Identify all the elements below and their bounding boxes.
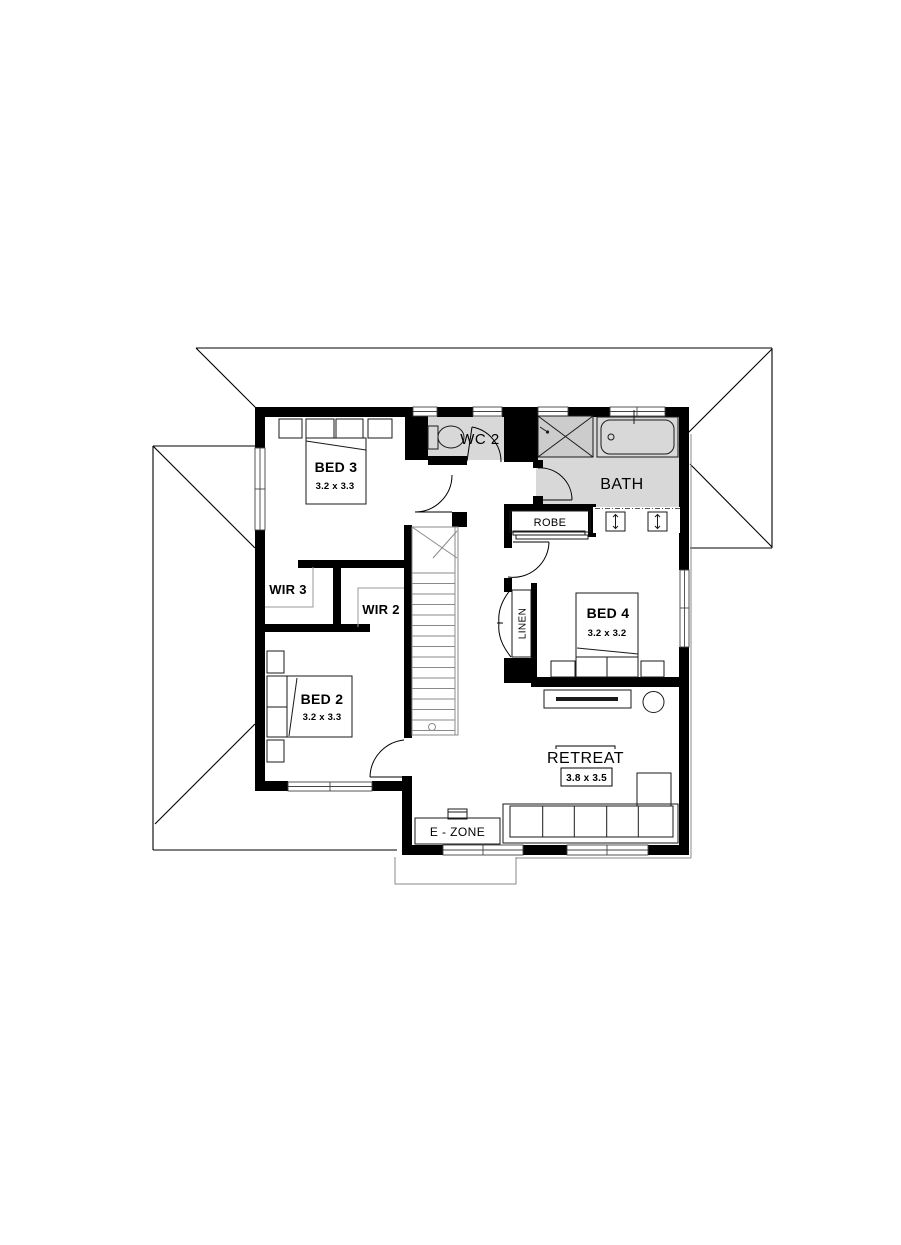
bed4-dims: 3.2 x 3.2: [588, 628, 627, 639]
bed3-door: [414, 474, 453, 513]
bed4-furniture: [550, 592, 665, 678]
furniture: [265, 418, 679, 845]
bed2-dims: 3.2 x 3.3: [303, 712, 342, 723]
roof-outline: [152, 347, 773, 885]
retreat-label-group: RETREAT 3.8 x 3.5: [547, 745, 624, 787]
doors: [369, 426, 573, 778]
wc2-door: [466, 426, 502, 463]
retreat-label: RETREAT: [547, 750, 624, 767]
staircase: [411, 526, 459, 736]
wir2-label: WIR 2: [362, 602, 400, 617]
wc2-label: WC 2: [460, 431, 500, 448]
ezone-desk: [414, 808, 501, 845]
wir2-shelves: [357, 587, 404, 627]
linen-closet: [511, 589, 532, 658]
window: [287, 781, 373, 792]
room-labels: BED 3 3.2 x 3.3 WC 2 BATH ROBE WIR 3 WIR…: [269, 431, 643, 839]
bath-door: [537, 467, 573, 501]
bed4-label: BED 4: [587, 605, 630, 621]
robe-closet: [509, 510, 591, 540]
window: [254, 447, 266, 531]
bathtub-icon: [596, 410, 679, 458]
bed2-door: [369, 739, 408, 778]
wir3-shelves: [265, 567, 314, 608]
sofa: [502, 772, 679, 844]
window: [566, 844, 649, 856]
basin-icon: [605, 511, 626, 532]
ezone-label: E - ZONE: [430, 825, 485, 839]
robe-label: ROBE: [534, 517, 567, 529]
window: [537, 406, 569, 417]
bathroom-fixtures: [427, 410, 680, 658]
walls: [255, 407, 689, 855]
toilet-icon: [427, 425, 465, 450]
shower-icon: [537, 415, 594, 458]
bath-label: BATH: [600, 476, 643, 493]
window: [679, 569, 690, 648]
bed3-dims: 3.2 x 3.3: [316, 481, 355, 492]
retreat-dims: 3.8 x 3.5: [566, 773, 607, 784]
windows: [254, 406, 690, 856]
bed2-furniture: [266, 650, 353, 763]
stair-treads: [412, 572, 455, 731]
bed4-door: [507, 541, 550, 578]
window: [412, 406, 438, 417]
linen-label: LINEN: [518, 608, 529, 639]
window: [472, 406, 503, 417]
bed3-label: BED 3: [315, 459, 358, 475]
linen-bifold-door: [497, 588, 512, 658]
window: [442, 844, 524, 856]
vanity: [593, 507, 680, 533]
bed2-label: BED 2: [301, 691, 344, 707]
bed3-furniture: [278, 418, 393, 505]
basin-icon: [647, 511, 668, 532]
window: [609, 406, 666, 417]
tv-unit: [543, 689, 632, 709]
round-table: [642, 691, 665, 713]
wir3-label: WIR 3: [269, 582, 307, 597]
